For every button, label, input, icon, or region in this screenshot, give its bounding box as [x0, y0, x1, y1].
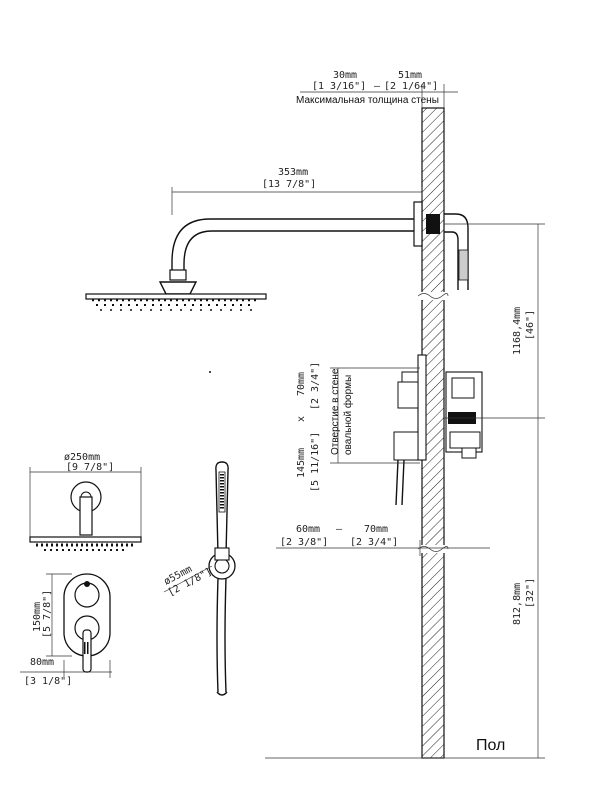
wall-thickness-dash: — [374, 81, 381, 92]
depth-dimension [276, 540, 490, 556]
plate-width-mm: 80mm [30, 657, 54, 668]
valve-height-in: [32"] [525, 578, 536, 608]
speck-mark [209, 371, 211, 373]
arm-length-in: [13 7/8"] [262, 179, 316, 190]
wall-thickness-dimension [300, 84, 458, 108]
plate-height-in: [5 7/8"] [42, 590, 53, 638]
wall-thickness-max-in: [2 1/64"] [384, 81, 438, 92]
cutout-height-mm: 145mm [296, 448, 307, 478]
floor-label: Пол [476, 737, 505, 754]
cutout-label-line1: Отверстие в стене [330, 368, 341, 455]
wall-section [417, 107, 449, 759]
depth-max: 70mm [364, 524, 388, 535]
mixer-valve-side [393, 354, 483, 506]
head-diameter-in: [9 7/8"] [66, 462, 114, 473]
plate-height-mm: 150mm [32, 602, 43, 632]
cutout-height-in: [5 11/16"] [310, 432, 321, 492]
valve-height-mm: 812,8mm [512, 583, 523, 625]
cutout-label-line2: овальной формы [342, 375, 354, 455]
cutout-x: x [296, 416, 307, 422]
hand-shower [163, 461, 236, 696]
shower-height-in: [46"] [525, 310, 536, 340]
shower-height-mm: 1168,4mm [512, 307, 523, 355]
valve-plate-front-view [20, 573, 112, 678]
depth-dash: — [336, 524, 343, 535]
head-diameter-mm: ø250mm [64, 452, 100, 463]
cutout-width-mm: 70mm [296, 372, 307, 396]
shower-head [85, 269, 267, 311]
wall-thickness-max: 51mm [398, 70, 422, 81]
plate-width-in: [3 1/8"] [24, 676, 72, 687]
depth-min-in: [2 3/8"] [280, 537, 328, 548]
depth-min: 60mm [296, 524, 320, 535]
wall-thickness-label: Максимальная толщина стены [296, 95, 439, 106]
wall-thickness-min-in: [1 3/16"] [312, 81, 366, 92]
arm-length-mm: 353mm [278, 167, 308, 178]
depth-max-in: [2 3/4"] [350, 537, 398, 548]
height-dimensions [444, 223, 545, 758]
shower-head-top-view [29, 467, 142, 551]
shower-arm [171, 201, 469, 290]
arm-length-dimension [171, 187, 423, 215]
cutout-dimension [330, 367, 420, 464]
cutout-width-in: [2 3/4"] [310, 362, 321, 410]
wall-thickness-min: 30mm [333, 70, 357, 81]
